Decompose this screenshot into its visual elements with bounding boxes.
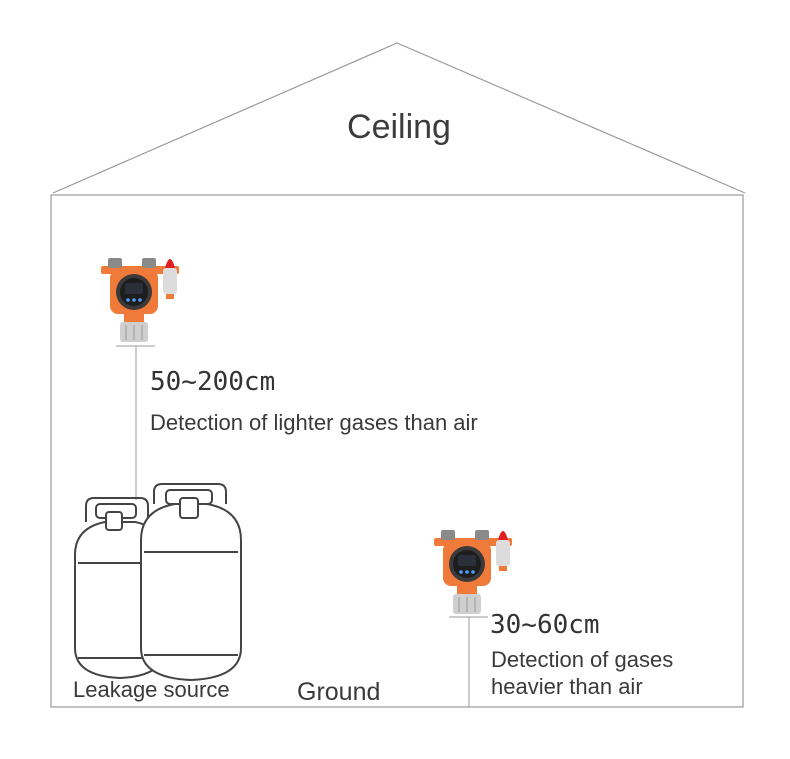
upper-description-label: Detection of lighter gases than air bbox=[150, 410, 478, 435]
upper-gas-detector-icon bbox=[101, 258, 179, 342]
upper-distance-label: 50~200cm bbox=[150, 367, 276, 397]
lower-description-line1: Detection of gases bbox=[491, 647, 674, 672]
room-outline bbox=[50, 194, 744, 708]
lower-description-label: Detection of gases heavier than air bbox=[491, 646, 673, 700]
gas-cylinder-right-icon bbox=[140, 483, 242, 682]
lower-description-line2: heavier than air bbox=[491, 674, 643, 699]
ground-label: Ground bbox=[297, 678, 381, 706]
roof-outline bbox=[52, 42, 746, 194]
lower-gas-detector-icon bbox=[434, 530, 512, 614]
leakage-source-label: Leakage source bbox=[73, 677, 230, 702]
ceiling-label: Ceiling bbox=[347, 108, 451, 146]
lower-distance-label: 30~60cm bbox=[490, 610, 600, 640]
